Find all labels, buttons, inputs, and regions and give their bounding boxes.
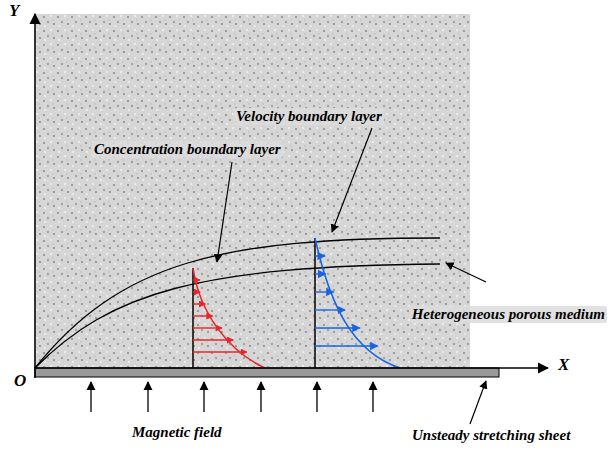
field-arrow xyxy=(260,382,261,412)
profile-axis xyxy=(314,238,316,368)
concentration-arrow xyxy=(193,327,222,328)
velocity-arrow xyxy=(315,327,360,328)
axis-label: O xyxy=(12,372,28,391)
velocity-arrow xyxy=(315,273,326,274)
velocity-arrow xyxy=(315,255,325,256)
velocity-arrow xyxy=(315,345,378,346)
magnetic-field-arrows xyxy=(91,382,373,412)
field-label: Magnetic field xyxy=(130,424,224,441)
layer-label: Velocity boundary layer xyxy=(234,108,384,125)
velocity-profile xyxy=(315,238,400,368)
profile-axis xyxy=(192,268,194,368)
concentration-arrow xyxy=(193,279,200,280)
concentration-arrow xyxy=(193,291,200,292)
layer-label: Concentration boundary layer xyxy=(92,141,283,158)
stretching-sheet xyxy=(35,368,499,377)
leader-arrow xyxy=(446,263,486,282)
sheet-label: Unsteady stretching sheet xyxy=(410,427,572,444)
velocity-arrow xyxy=(315,309,345,310)
region-label: Heterogeneous porous medium xyxy=(410,306,607,323)
leader-arrow xyxy=(470,381,486,424)
porous-medium xyxy=(36,14,470,369)
field-arrow xyxy=(203,382,204,412)
field-arrow xyxy=(90,382,91,412)
field-arrow xyxy=(147,382,148,412)
field-arrow xyxy=(316,382,317,412)
concentration-boundary-curve xyxy=(35,264,440,368)
profile-arrows xyxy=(193,256,378,352)
concentration-arrow xyxy=(193,303,205,304)
concentration-arrow xyxy=(193,339,233,340)
velocity-arrow xyxy=(315,291,334,292)
axis-label: X xyxy=(556,356,571,375)
field-arrow xyxy=(372,382,373,412)
y-axis xyxy=(34,14,36,378)
leader-arrow xyxy=(217,162,232,262)
concentration-arrow xyxy=(193,315,213,316)
concentration-profile xyxy=(193,268,265,368)
leader-arrow xyxy=(332,128,372,232)
concentration-arrow xyxy=(193,351,247,352)
axis-label: Y xyxy=(7,2,21,21)
x-axis xyxy=(35,367,548,369)
velocity-boundary-curve xyxy=(35,238,440,368)
